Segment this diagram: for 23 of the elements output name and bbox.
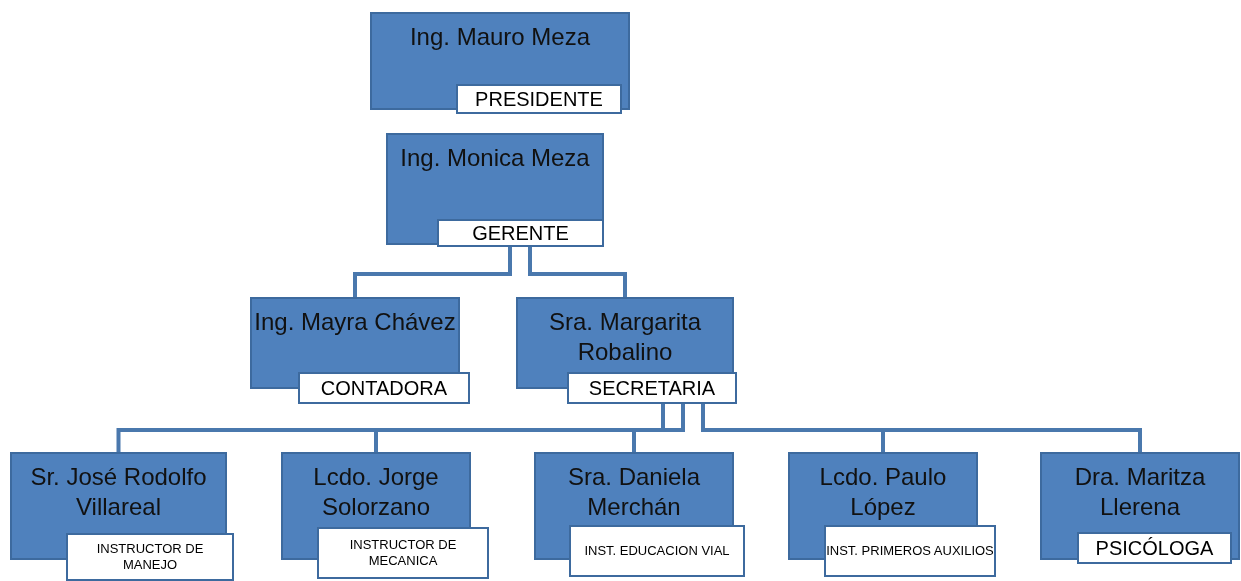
person-name: Lcdo. Paulo López xyxy=(818,462,948,522)
person-name: Ing. Monica Meza xyxy=(400,143,590,173)
person-name: Lcdo. Jorge Solorzano xyxy=(312,462,440,522)
connector-line xyxy=(701,404,1142,452)
person-name: Ing. Mauro Meza xyxy=(409,22,591,52)
connector-line xyxy=(528,247,627,297)
job-title-label: CONTADORA xyxy=(298,372,470,404)
person-name: Sra. Margarita Robalino xyxy=(547,307,703,367)
person-name: Dra. Maritza Llerena xyxy=(1073,462,1207,522)
person-name: Sr. José Rodolfo Villareal xyxy=(29,462,208,522)
connector-line xyxy=(374,404,665,452)
job-title-label: INST. PRIMEROS AUXILIOS xyxy=(824,525,996,577)
job-title-label: PRESIDENTE xyxy=(456,84,622,114)
person-name: Sra. Daniela Merchán xyxy=(566,462,702,522)
person-name: Ing. Mayra Chávez xyxy=(254,307,456,337)
connector-line xyxy=(632,404,685,452)
job-title-label: INSTRUCTOR DE MECANICA xyxy=(317,527,489,579)
job-title-label: INSTRUCTOR DE MANEJO xyxy=(66,533,234,581)
job-title-label: PSICÓLOGA xyxy=(1077,532,1232,564)
connector-line xyxy=(353,247,512,297)
job-title-label: INST. EDUCACION VIAL xyxy=(569,525,745,577)
job-title-label: SECRETARIA xyxy=(567,372,737,404)
job-title-label: GERENTE xyxy=(437,219,604,247)
